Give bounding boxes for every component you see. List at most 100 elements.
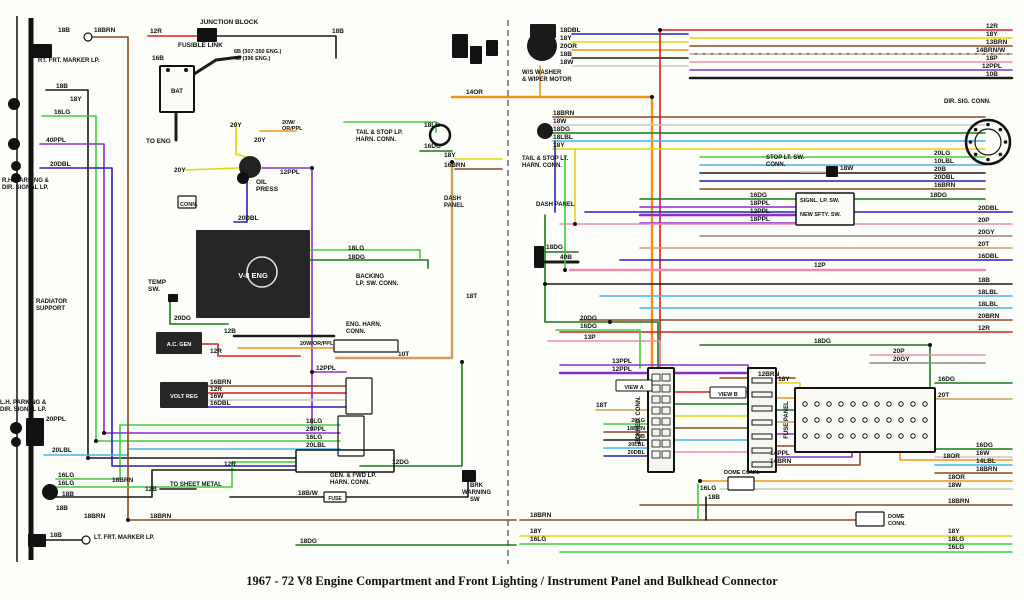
wire-label: 12R [150, 28, 162, 35]
wire-label: 18DG [930, 192, 947, 199]
cluster-pin [814, 433, 820, 439]
component-circle [83, 32, 93, 42]
component-box [196, 230, 310, 318]
wire-lg [55, 461, 297, 488]
wire-label: 18W [560, 59, 574, 66]
wire-lg [307, 249, 421, 259]
bulkhead-pin [651, 384, 661, 393]
wire-label: 20B [635, 434, 645, 440]
wire-label: 16B [152, 55, 164, 62]
wire-label: 18B [708, 494, 720, 501]
wire-dg [544, 214, 611, 323]
wire-label: 18W [948, 482, 962, 489]
wire-label: 20W/OR/PPL [300, 341, 334, 347]
component-box [159, 65, 195, 113]
component-box [452, 34, 468, 58]
wire-label: BAT [171, 89, 183, 95]
junction-dot [698, 479, 702, 483]
wire-label: DOME [888, 514, 905, 520]
cluster-pin [922, 433, 928, 439]
wire-label: 18T [596, 402, 607, 409]
wire-label: FUSIBLE LINK [178, 42, 223, 49]
wire-label: JUNCTION BLOCK [200, 19, 258, 26]
wire-b [189, 55, 242, 78]
wire-label: 16DG [938, 376, 955, 383]
wire-label: 13PPL [612, 358, 632, 365]
wire-brn [767, 451, 861, 466]
wire-lg [343, 121, 437, 133]
wire-label: BACKING [356, 274, 384, 280]
wire-label: 18BRN [94, 27, 116, 34]
cluster-pin [886, 401, 892, 407]
wire-label: 12BRN [758, 371, 780, 378]
wire-label: 18BRN [553, 110, 575, 117]
components-layer [8, 24, 1012, 547]
wire-label: 18BRN [112, 477, 134, 484]
wire-label: 18Y [560, 35, 572, 42]
wire-label: VIEW A [624, 385, 643, 391]
component-box [177, 195, 197, 209]
dir-sig-pin [998, 152, 1003, 157]
wire-label: BRK [470, 483, 484, 489]
wire-label: DIR. SIGNAL LP. [0, 407, 47, 413]
cluster-pin [922, 417, 928, 423]
wire-label: RT. FRT. MARKER LP. [38, 58, 100, 64]
wire-label: 14PPL [770, 450, 790, 457]
cluster-pin [826, 401, 832, 407]
wire-label: HARN. CONN. [330, 480, 370, 486]
wire-label: & WIPER MOTOR [522, 77, 572, 83]
wire-label: 20DBL [50, 161, 71, 168]
wire-label: 14LBL [976, 458, 996, 465]
component-box [345, 377, 373, 415]
component-box [197, 28, 217, 42]
bulkhead-pin [661, 417, 671, 426]
wire-label: VOLT REG [170, 394, 198, 400]
component-circle [11, 173, 21, 183]
cluster-pin [874, 401, 880, 407]
wire-label: 12PPL [982, 63, 1002, 70]
wire-label: SW. [148, 286, 160, 293]
cluster-pin [922, 401, 928, 407]
bulkhead-pin [651, 373, 661, 382]
wire-label: 6B (307-350 ENG.) [234, 49, 282, 55]
wire-label: 18LBL [978, 301, 998, 308]
fuse-slot [751, 405, 773, 412]
component-circle [11, 437, 21, 447]
wire-label: FUSE [328, 496, 342, 502]
wire-label: 18Y [530, 528, 542, 535]
connector-pins-layer [651, 122, 1008, 468]
wire-label: CONN. [888, 521, 906, 527]
junction-dot [86, 456, 90, 460]
wire-label: L.H. PARKING & [0, 400, 47, 406]
component-box [26, 418, 44, 446]
wire-label: TEMP [148, 279, 167, 286]
cluster-pin [826, 417, 832, 423]
wire-label: PANEL [444, 203, 464, 209]
wire-r [199, 343, 301, 357]
wire-label: 18B [50, 532, 62, 539]
wire-label: 18PPL [750, 216, 770, 223]
wire-b [345, 481, 469, 498]
wire-lg [41, 115, 341, 442]
wire-label: STOP LT. SW. [766, 155, 805, 161]
wire-label: 20DBL [978, 205, 999, 212]
junction-dot [310, 370, 314, 374]
wire-label: 16LG [54, 109, 70, 116]
component-box [794, 387, 936, 453]
wire-label: 18B [978, 277, 990, 284]
wire-label: 18Y [986, 31, 998, 38]
wire-label: DASH [444, 196, 461, 202]
junction-dot [126, 518, 130, 522]
wire-label: 18DG [553, 126, 570, 133]
wire-label: 16BRN [934, 182, 956, 189]
wire-label: FUSE PANEL [784, 401, 790, 439]
cluster-pin [838, 417, 844, 423]
component-box [727, 476, 755, 491]
wire-label: TO ENG [146, 138, 171, 145]
wire-dg [169, 295, 229, 325]
wire-label: 20LBL [628, 442, 645, 448]
wire-label: 12DG [392, 459, 409, 466]
junction-dot [658, 28, 662, 32]
wire-label: CONN. [180, 202, 198, 208]
fuse-slot [751, 447, 773, 454]
